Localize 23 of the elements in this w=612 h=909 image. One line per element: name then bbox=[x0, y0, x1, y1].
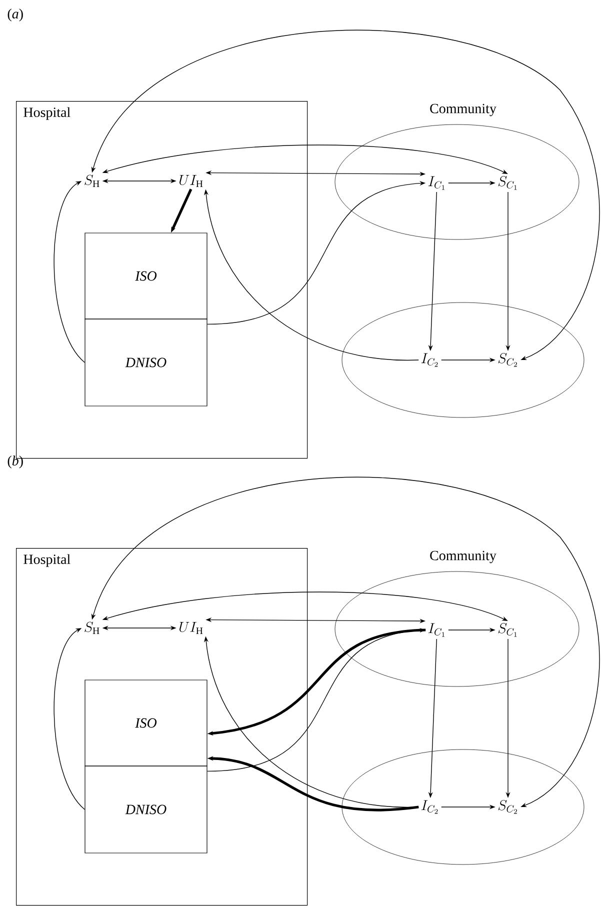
isolation-box: ISO bbox=[84, 680, 208, 766]
state-label: $S_{\mathrm{H}}$ bbox=[84, 174, 100, 187]
isolation-box: DNISO bbox=[84, 318, 208, 406]
isolation-box: ISO bbox=[84, 232, 208, 320]
state-label: $S_{C_1}$ bbox=[498, 622, 517, 637]
state-label: $UI_{\mathrm{H}}$ bbox=[180, 175, 203, 187]
state-label: $UI_{\mathrm{H}}$ bbox=[180, 622, 203, 634]
state-label: $S_{C_2}$ bbox=[498, 800, 517, 814]
state-label: $S_{C_2}$ bbox=[498, 352, 517, 367]
node-label: Community bbox=[430, 550, 496, 564]
state-label: $I_{C_2}$ bbox=[421, 800, 438, 814]
state-label: $S_{\mathrm{H}}$ bbox=[84, 622, 100, 634]
isolation-box: DNISO bbox=[84, 766, 208, 854]
community-ellipse bbox=[342, 302, 584, 418]
state-label: $S_{C_1}$ bbox=[498, 176, 517, 190]
panel-label: (a) bbox=[8, 8, 23, 22]
state-label: $I_{C_2}$ bbox=[421, 353, 438, 367]
arrow bbox=[54, 181, 86, 363]
state-label: $I_{C_1}$ bbox=[428, 176, 444, 190]
state-label: $I_{C_1}$ bbox=[428, 623, 444, 637]
community-ellipse bbox=[342, 749, 584, 865]
arrow bbox=[54, 628, 86, 810]
node-label: Community bbox=[430, 104, 496, 116]
